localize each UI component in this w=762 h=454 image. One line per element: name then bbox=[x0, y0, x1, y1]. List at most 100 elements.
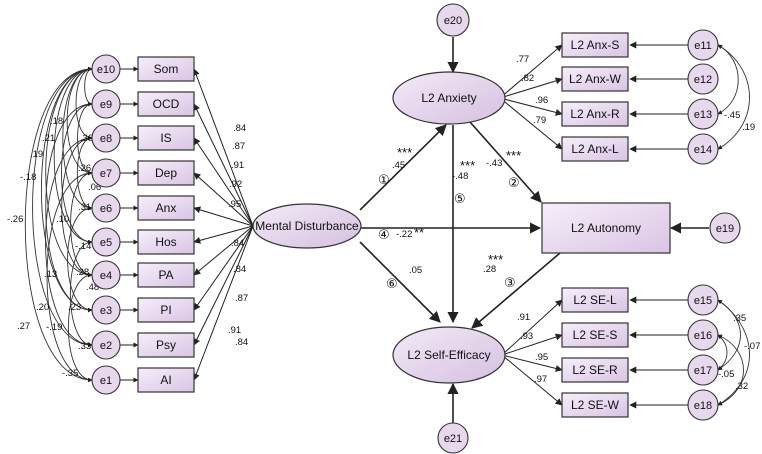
path-labels: *** .45 ① *** -.43 ② *** .28 ③ ④ -.22 **… bbox=[378, 145, 521, 291]
indicator-box-hos bbox=[137, 229, 195, 255]
covariance-curve bbox=[45, 66, 93, 278]
se-indicator-box-1 bbox=[561, 287, 629, 313]
path-md-to-anxiety bbox=[359, 124, 447, 211]
mental-disturbance-ellipse bbox=[252, 203, 362, 249]
anxiety-indicator-boxes: L2 Anx-SL2 Anx-WL2 Anx-RL2 Anx-L bbox=[561, 32, 629, 162]
covariance-label: -.14 bbox=[75, 241, 91, 252]
covariance-label: -.19 bbox=[46, 322, 62, 333]
e21-node: e21 bbox=[437, 422, 469, 454]
covariance-label: .10 bbox=[56, 214, 69, 225]
indicator-box-som bbox=[137, 56, 195, 82]
covariance-label: .48 bbox=[86, 282, 99, 293]
loading-arrow-som bbox=[192, 68, 254, 227]
loading-label-psy: .91 bbox=[228, 325, 241, 336]
p4-marker: ④ bbox=[378, 227, 390, 242]
se-loading-arrow-4 bbox=[501, 354, 563, 406]
indicator-box-dep bbox=[137, 160, 195, 186]
e17-label: e17 bbox=[694, 365, 712, 377]
loading-label-is: .91 bbox=[231, 160, 244, 171]
indicator-label-hos: Hos bbox=[155, 235, 176, 249]
md-error-arrows bbox=[120, 66, 139, 383]
indicator-box-psy bbox=[137, 332, 195, 358]
p2-sig: *** bbox=[506, 148, 521, 163]
covariance-label: .18 bbox=[50, 116, 63, 127]
self-efficacy-indicator-boxes: L2 SE-LL2 SE-SL2 SE-RL2 SE-W bbox=[561, 287, 629, 418]
covariance-label: .21 bbox=[42, 133, 55, 144]
l2-anxiety-label: L2 Anxiety bbox=[421, 91, 476, 105]
anx-indicator-label: L2 Anx-R bbox=[570, 107, 620, 121]
se-covariance-curve bbox=[717, 299, 741, 371]
indicator-box-ai bbox=[137, 367, 195, 393]
covariance-curve bbox=[68, 272, 93, 383]
latent-l2-anxiety: L2 Anxiety bbox=[392, 71, 506, 125]
loading-arrow-pi bbox=[193, 225, 254, 311]
e8-label: e8 bbox=[100, 133, 112, 145]
covariance-curve bbox=[76, 135, 93, 211]
covariance-label: .20 bbox=[36, 302, 49, 313]
e2-label: e2 bbox=[100, 340, 112, 352]
loading-label-pa: .84 bbox=[233, 264, 246, 275]
e21-label: e21 bbox=[444, 433, 462, 445]
e11-label: e11 bbox=[694, 40, 712, 52]
se-loading-label: .91 bbox=[517, 312, 530, 323]
covariance-curve bbox=[53, 66, 93, 245]
e1-label: e1 bbox=[100, 375, 112, 387]
self-efficacy-error-covariances: .35-.07-.05.32 bbox=[717, 299, 760, 406]
indicator-box-pa bbox=[137, 262, 195, 288]
indicator-label-pi: PI bbox=[160, 303, 171, 317]
anx-covariance-curve bbox=[717, 44, 739, 115]
indicator-label-dep: Dep bbox=[155, 166, 177, 180]
anx-loading-label: .79 bbox=[533, 115, 546, 126]
se-loading-arrow-1 bbox=[501, 299, 563, 356]
p5-marker: ⑤ bbox=[454, 191, 466, 206]
p3-marker: ③ bbox=[504, 275, 516, 290]
loading-arrow-ocd bbox=[193, 103, 254, 227]
covariance-curve bbox=[45, 101, 93, 313]
p2-marker: ② bbox=[508, 175, 520, 190]
p3-sig: *** bbox=[488, 252, 503, 267]
loading-arrow-is bbox=[193, 137, 254, 227]
se-loading-label: .93 bbox=[520, 331, 533, 342]
se-indicator-label: L2 SE-W bbox=[571, 398, 620, 412]
loading-arrow-ai bbox=[192, 225, 254, 381]
se-covariance-curve bbox=[717, 334, 744, 406]
covariance-label: .23 bbox=[68, 302, 81, 313]
latent-mental-disturbance: Mental Disturbance bbox=[252, 203, 362, 249]
covariance-curve bbox=[45, 135, 93, 348]
se-indicator-box-4 bbox=[561, 392, 629, 418]
p1-coef: .45 bbox=[392, 160, 405, 171]
loading-label-som: .84 bbox=[233, 123, 246, 134]
outcome-l2-autonomy: L2 Autonomy bbox=[541, 202, 671, 254]
p6-coef: .05 bbox=[409, 265, 422, 276]
anx-loading-label: .77 bbox=[516, 54, 529, 65]
covariance-label: .31 bbox=[78, 202, 91, 213]
indicator-box-ocd bbox=[137, 91, 195, 117]
p3-coef: .28 bbox=[483, 264, 496, 275]
p4-coef: -.22 bbox=[396, 229, 412, 240]
e9-label: e9 bbox=[100, 99, 112, 111]
covariance-curve bbox=[84, 66, 93, 107]
e20-circle bbox=[436, 3, 470, 37]
anxiety-loading-arrows: .77.82.96.79 bbox=[499, 41, 688, 153]
e7-label: e7 bbox=[100, 168, 112, 180]
se-indicator-box-2 bbox=[561, 322, 629, 348]
anx-indicator-label: L2 Anx-S bbox=[571, 38, 620, 52]
e14-label: e14 bbox=[694, 144, 712, 156]
loading-label-pi: .87 bbox=[235, 293, 248, 304]
covariance-label: .06 bbox=[88, 182, 101, 193]
path-anxiety-to-autonomy bbox=[469, 121, 542, 203]
e5-label: e5 bbox=[100, 237, 112, 249]
loading-arrow-pa bbox=[193, 225, 254, 276]
mental-disturbance-label: Mental Disturbance bbox=[255, 219, 359, 233]
se-indicator-label: L2 SE-S bbox=[573, 328, 618, 342]
anx-loading-arrow-4 bbox=[499, 97, 563, 150]
e16-label: e16 bbox=[694, 330, 712, 342]
anx-indicator-box-4 bbox=[561, 136, 629, 162]
l2-self-efficacy-ellipse bbox=[392, 326, 506, 384]
p5-coef: -.48 bbox=[452, 171, 468, 182]
covariance-label: .13 bbox=[44, 269, 57, 280]
anx-indicator-box-2 bbox=[561, 66, 629, 92]
indicator-label-ai: AI bbox=[160, 373, 171, 387]
se-covariance-label: .35 bbox=[733, 313, 746, 324]
